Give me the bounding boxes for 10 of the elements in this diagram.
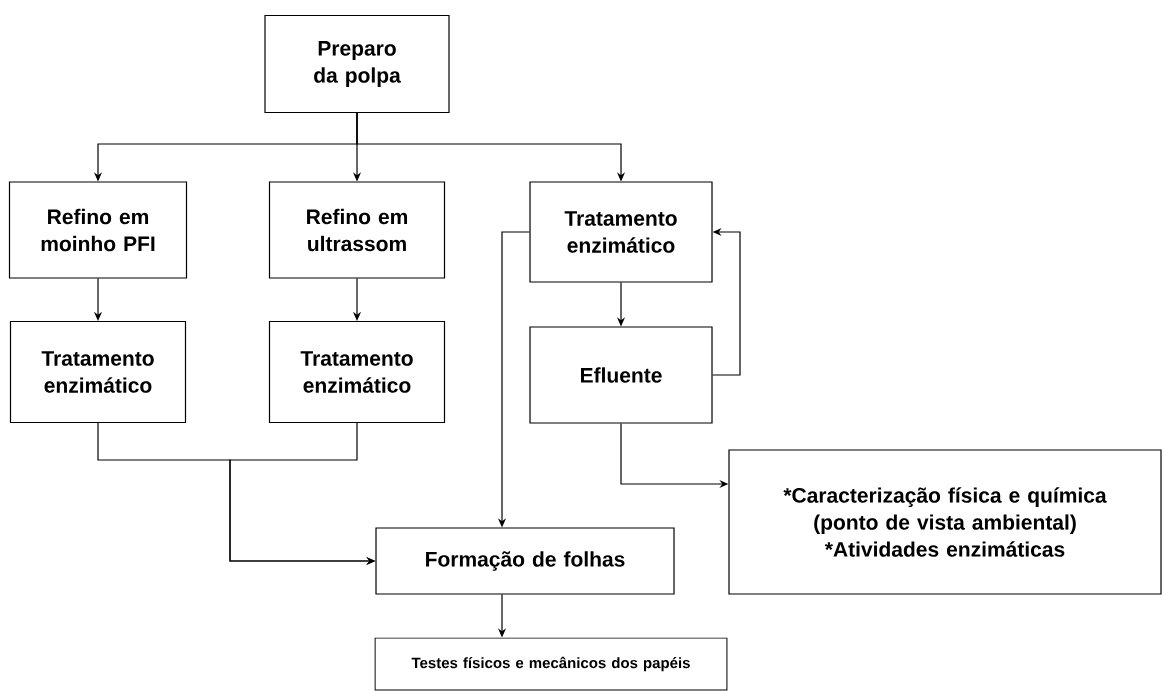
process-box: Tratamento enzimático (268, 320, 446, 424)
process-box: Tratamento enzimático (9, 320, 187, 424)
process-box: Tratamento enzimático (529, 181, 713, 283)
process-box: Refino em moinho PFI (8, 181, 188, 279)
process-box: Preparo da polpa (264, 14, 450, 114)
process-box: *Caracterização física e química (ponto de vista ambiental) *Atividades enzimáticas (728, 449, 1162, 595)
process-box: Efluente (529, 326, 713, 424)
process-box: Formação de folhas (375, 527, 675, 595)
process-box: Refino em ultrassom (268, 181, 446, 279)
process-box: Testes físicos e mecânicos dos papéis (374, 637, 728, 691)
